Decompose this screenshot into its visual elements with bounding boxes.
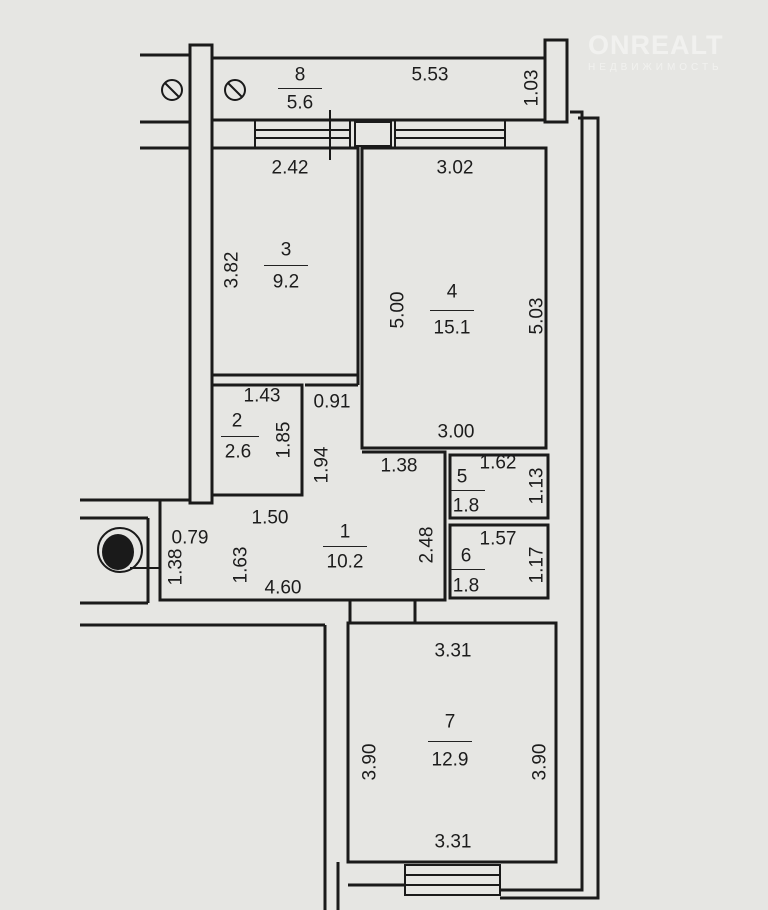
room-6-area: 1.8: [452, 575, 480, 597]
room-6-number: 6: [460, 545, 472, 567]
room-7-number: 7: [444, 711, 456, 733]
divider: [221, 436, 259, 437]
dimension: 2.48: [416, 526, 438, 564]
ventilation-icons: [161, 79, 246, 101]
dimension: 3.02: [436, 157, 474, 179]
divider: [323, 546, 367, 547]
riser-icon: [97, 527, 160, 573]
windows: [254, 110, 506, 896]
room-7-area: 12.9: [431, 749, 469, 771]
dimension: 3.00: [437, 421, 475, 443]
divider: [451, 490, 485, 491]
dimension: 3.90: [529, 743, 551, 781]
room-5-number: 5: [456, 466, 468, 488]
dimension: 1.03: [521, 69, 543, 107]
room-2-area: 2.6: [224, 441, 252, 463]
room-4-number: 4: [446, 281, 458, 303]
dimension: 1.62: [479, 452, 517, 474]
room-2-number: 2: [231, 410, 243, 432]
divider: [430, 310, 474, 311]
room-1-number: 1: [339, 521, 351, 543]
dimension: 1.38: [165, 548, 187, 586]
room-1-area: 10.2: [326, 551, 364, 573]
dimension: 3.90: [359, 743, 381, 781]
divider: [428, 741, 472, 742]
dimension: 4.60: [264, 577, 302, 599]
dimension: 1.85: [273, 421, 295, 459]
dimension: 1.63: [230, 546, 252, 584]
watermark-subtitle: НЕДВИЖИМОСТЬ: [588, 62, 723, 73]
dimension: 1.13: [526, 467, 548, 505]
room-5-area: 1.8: [452, 495, 480, 517]
room-8-area: 5.6: [286, 92, 314, 114]
room-3-number: 3: [280, 239, 292, 261]
divider: [451, 569, 485, 570]
divider: [278, 88, 322, 89]
room-3-area: 9.2: [272, 271, 300, 293]
dimension: 3.82: [221, 251, 243, 289]
dimension: 5.00: [387, 291, 409, 329]
dimension: 1.57: [479, 528, 517, 550]
dimension: 1.43: [243, 385, 281, 407]
watermark-logo: ONREALT: [588, 30, 724, 60]
dimension: 1.94: [311, 446, 333, 484]
dimension: 1.50: [251, 507, 289, 529]
dimension: 5.53: [411, 64, 449, 86]
room-8-number: 8: [294, 64, 306, 86]
divider: [264, 265, 308, 266]
dimension: 1.17: [526, 546, 548, 584]
dimension: 1.38: [380, 455, 418, 477]
dimension: 2.42: [271, 157, 309, 179]
dimension: 0.79: [171, 527, 209, 549]
room-4-area: 15.1: [433, 317, 471, 339]
dimension: 3.31: [434, 640, 472, 662]
dimension: 5.03: [526, 297, 548, 335]
dimension: 3.31: [434, 831, 472, 853]
dimension: 0.91: [313, 391, 351, 413]
